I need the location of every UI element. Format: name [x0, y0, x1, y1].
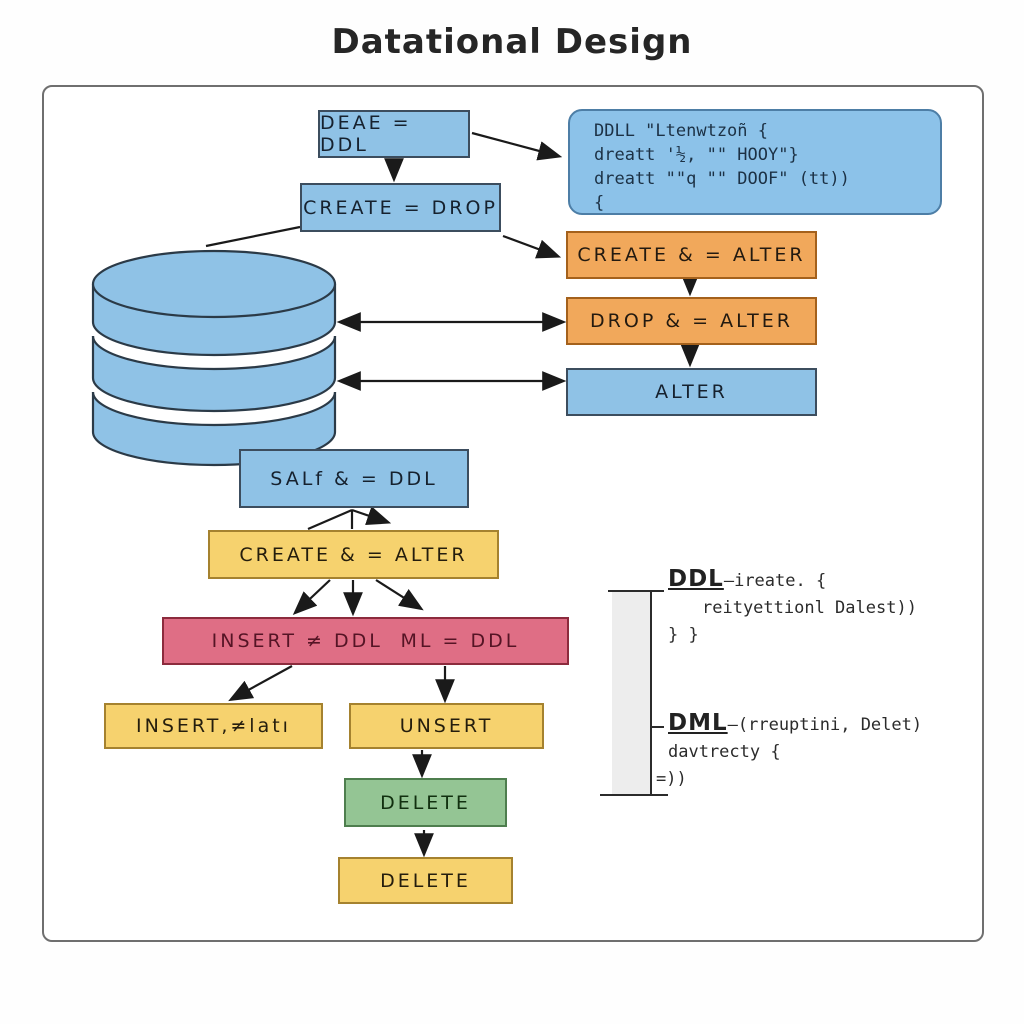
code-line-4: {: [594, 193, 605, 213]
node-create-alter-orange-label: CREATE & = ALTER: [577, 244, 806, 266]
node-salf-ddl: SALf & = DDL: [239, 449, 469, 508]
code-line-3: dreatt ""q "" DOOF" (tt)): [594, 169, 850, 189]
node-alter: ALTER: [566, 368, 817, 416]
legend-dml-rest: –(rreuptini, Delet): [727, 715, 923, 735]
node-create-alter-yellow-label: CREATE & = ALTER: [239, 543, 468, 566]
node-drop-alter: DROP & = ALTER: [566, 297, 817, 345]
legend-ddl-rest: –ireate. {: [723, 571, 827, 591]
legend-ddl-line3: } }: [668, 625, 699, 645]
legend-dml: DML–(rreuptini, Delet) davtrecty { =)): [656, 710, 923, 793]
node-insert-ml-ddl: INSERT ≠ DDL ML = DDL: [162, 617, 569, 665]
node-create-drop-label: CREATE = DROP: [303, 196, 498, 219]
legend-ddl: DDL–ireate. { reityettionl Dalest)) } }: [668, 566, 917, 649]
node-delete-green-label: DELETE: [380, 791, 471, 814]
node-insert-lat: INSERT,≠latı: [104, 703, 323, 749]
node-create-alter-orange: CREATE & = ALTER: [566, 231, 817, 279]
node-delete-green: DELETE: [344, 778, 507, 827]
node-deae-ddl-label: DEAE = DDL: [320, 112, 412, 156]
node-create-alter-yellow: CREATE & = ALTER: [208, 530, 499, 579]
node-insert-lat-label: INSERT,≠latı: [136, 715, 291, 737]
code-line-1: DDLL "Ltenwtzoñ {: [594, 121, 768, 141]
node-alter-label: ALTER: [655, 381, 728, 403]
diagram-frame: [42, 85, 984, 942]
legend-dml-line3: =)): [656, 769, 687, 789]
legend-ddl-line2: reityettionl Dalest)): [702, 598, 917, 618]
node-ml-ddl-label: ML = DDL: [400, 630, 520, 652]
node-insert-ddl-label: INSERT ≠ DDL: [211, 630, 383, 652]
node-salf-ddl-label: SALf & = DDL: [270, 467, 438, 490]
legend-dml-line2: davtrecty {: [668, 742, 781, 762]
node-unsert: UNSERT: [349, 703, 544, 749]
node-unsert-label: UNSERT: [399, 715, 494, 737]
node-create-drop: CREATE = DROP: [300, 183, 501, 232]
legend-dml-term: DML: [668, 710, 728, 736]
code-line-2: dreatt '½, "" HOOY"}: [594, 145, 799, 165]
node-deae-ddl: DEAE = DDL: [318, 110, 470, 158]
page-title: Datational Design: [331, 22, 693, 62]
node-delete-yellow-label: DELETE: [380, 869, 471, 892]
node-delete-yellow: DELETE: [338, 857, 513, 904]
node-drop-alter-label: DROP & = ALTER: [590, 310, 793, 332]
legend-ddl-term: DDL: [668, 566, 724, 592]
code-snippet-box: DDLL "Ltenwtzoñ { dreatt '½, "" HOOY"} d…: [568, 109, 942, 215]
